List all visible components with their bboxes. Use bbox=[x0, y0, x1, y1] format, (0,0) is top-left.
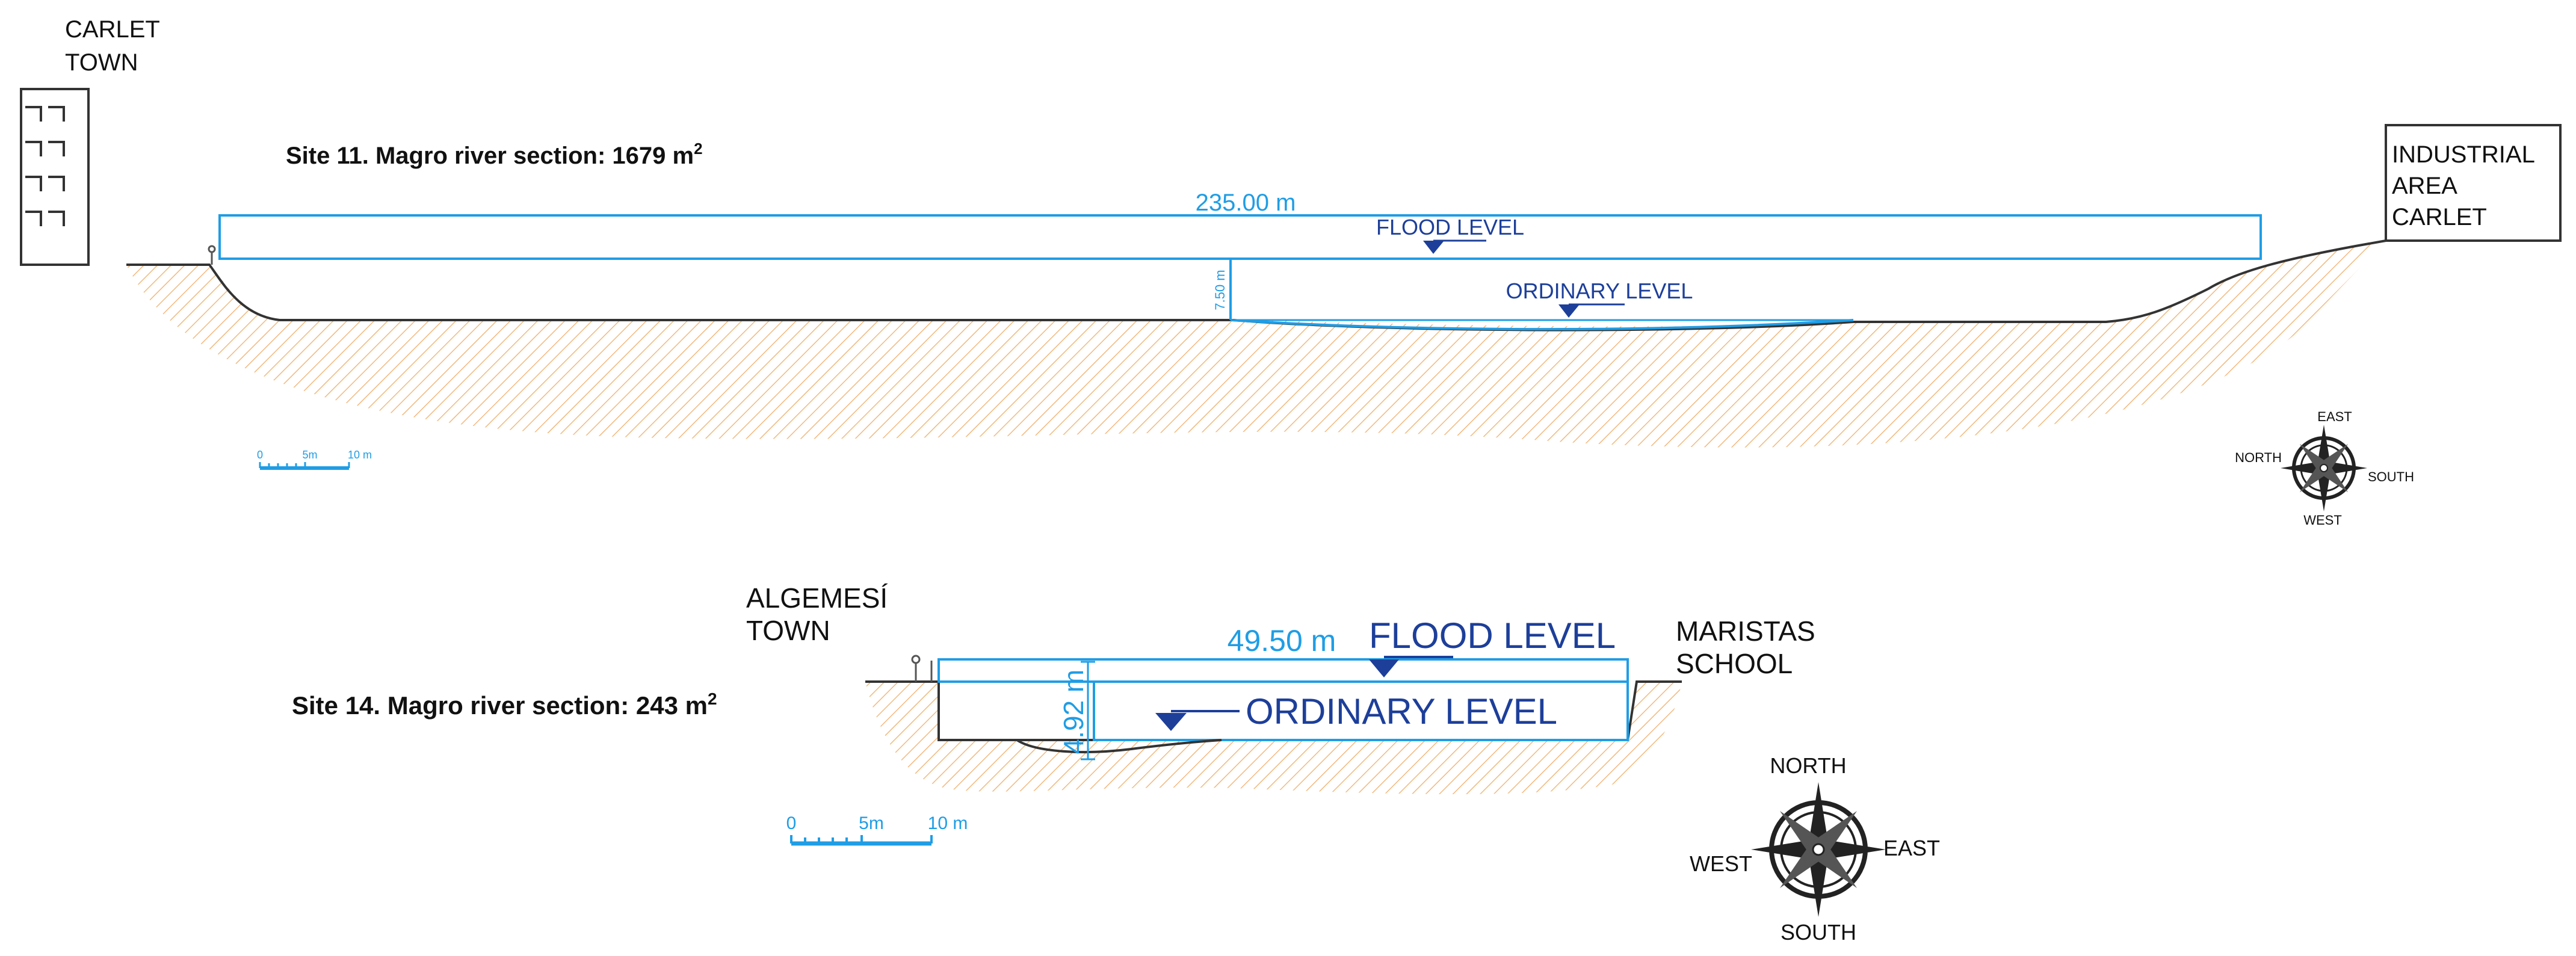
site11-ordinary-label: ORDINARY LEVEL bbox=[1506, 279, 1693, 303]
site11-scale-end: 10 m bbox=[348, 449, 372, 461]
site11-ground-line bbox=[126, 239, 2386, 332]
site14-scale-mid: 5m bbox=[859, 813, 884, 833]
site11-ordinary-water bbox=[1230, 319, 1854, 331]
site11-flood-extent bbox=[218, 214, 2262, 260]
site14-scale-end: 10 m bbox=[928, 813, 968, 833]
site14-compass-top: NORTH bbox=[1770, 753, 1846, 778]
site14-title: Site 14. Magro river section: 243 m2 bbox=[292, 689, 717, 720]
site14-compass-rose-icon bbox=[1751, 782, 1886, 917]
site14-ordinary-extent bbox=[1093, 680, 1629, 741]
site11-width-label: 235.00 m bbox=[1196, 190, 1296, 216]
site14-scale-bar: 0 5m 10 m bbox=[786, 813, 968, 846]
site14-flood-marker-icon bbox=[1369, 659, 1399, 677]
site14-section: 49.50 m FLOOD LEVEL ORDINARY LEVEL 4.92 … bbox=[292, 582, 1940, 945]
site14-ordinary-label: ORDINARY LEVEL bbox=[1246, 691, 1557, 732]
site14-ordinary-marker-icon bbox=[1155, 713, 1187, 731]
site11-soil-hatch bbox=[126, 241, 2386, 448]
site11-right-building bbox=[2385, 124, 2562, 242]
site11-ordinary-marker-icon bbox=[1558, 304, 1580, 318]
site11-left-place: CARLET TOWN bbox=[65, 16, 166, 76]
site11-compass-right: SOUTH bbox=[2368, 469, 2414, 484]
site11-scale-bar: 0 5m 10 m bbox=[257, 449, 372, 470]
site14-left-place: ALGEMESÍ TOWN bbox=[746, 582, 895, 646]
site14-soil-hatch bbox=[865, 682, 1682, 794]
site14-depth-label: 4.92 m bbox=[1058, 670, 1089, 754]
site14-flood-label: FLOOD LEVEL bbox=[1369, 615, 1616, 656]
site14-right-place: MARISTAS SCHOOL bbox=[1676, 615, 1823, 679]
site11-right-place: INDUSTRIAL AREA CARLET bbox=[2392, 141, 2540, 230]
site11-person-figure bbox=[208, 245, 216, 265]
site14-compass-left: WEST bbox=[1690, 851, 1752, 876]
site14-channel-bed bbox=[1016, 739, 1222, 753]
site11-section: 235.00 m FLOOD LEVEL ORDINARY LEVEL 7.50… bbox=[20, 16, 2562, 528]
site11-flood-label: FLOOD LEVEL bbox=[1376, 215, 1524, 239]
site11-building-windows bbox=[25, 106, 65, 226]
site11-scale-mid: 5m bbox=[302, 449, 317, 461]
site14-scale-zero: 0 bbox=[786, 813, 797, 833]
site14-person-figure bbox=[911, 655, 933, 682]
site11-depth-label: 7.50 m bbox=[1212, 270, 1228, 310]
site11-compass-left: NORTH bbox=[2235, 450, 2282, 465]
site11-flood-marker-icon bbox=[1423, 241, 1444, 254]
site14-flood-extent bbox=[937, 658, 1629, 683]
site11-scale-zero: 0 bbox=[257, 449, 263, 461]
site14-compass-bottom: SOUTH bbox=[1781, 920, 1856, 945]
site11-compass-bottom: WEST bbox=[2303, 513, 2342, 528]
site11-compass-rose-icon bbox=[2281, 425, 2367, 511]
site14-width-label: 49.50 m bbox=[1228, 624, 1336, 658]
site11-compass-top: EAST bbox=[2317, 409, 2352, 424]
site14-compass-right: EAST bbox=[1883, 836, 1940, 860]
site11-title: Site 11. Magro river section: 1679 m2 bbox=[286, 140, 703, 169]
